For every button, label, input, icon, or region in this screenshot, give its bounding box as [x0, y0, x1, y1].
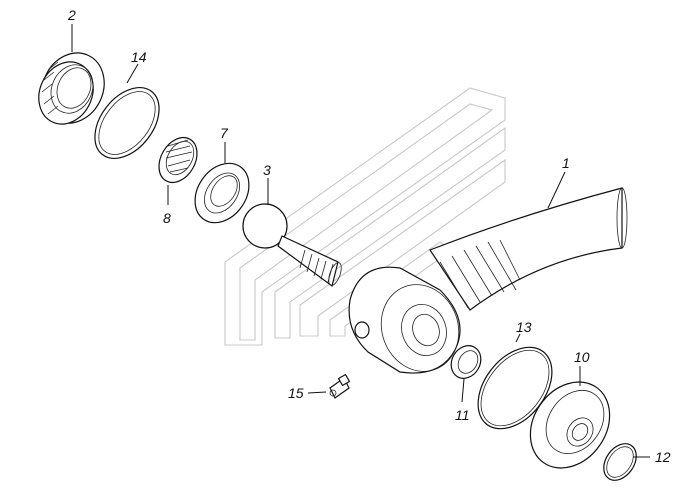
part-15-grease-fitting	[329, 373, 351, 399]
callout-14: 14	[131, 49, 147, 65]
callout-13: 13	[516, 319, 532, 335]
part-3-ball-pin	[242, 203, 342, 288]
part-11-ring	[450, 345, 482, 379]
callout-11: 11	[455, 407, 470, 423]
part-2-cap-nut	[38, 52, 105, 125]
part-14-o-ring	[94, 87, 160, 159]
watermark-logo	[224, 87, 506, 346]
callout-15: 15	[288, 385, 304, 401]
part-12-snap-ring	[603, 443, 637, 481]
part-13-o-ring	[477, 346, 553, 430]
callout-1: 1	[562, 155, 570, 171]
callout-12: 12	[655, 449, 671, 465]
leader-lines	[71, 24, 650, 458]
callout-10: 10	[574, 349, 590, 365]
part-1-tie-rod	[348, 187, 628, 374]
callout-7: 7	[220, 125, 229, 141]
callout-8: 8	[163, 210, 171, 226]
part-10-dust-cover	[529, 381, 611, 469]
part-8-spring-ring	[158, 136, 198, 184]
part-7-bushing	[194, 162, 250, 224]
callout-2: 2	[67, 7, 76, 23]
callout-3: 3	[263, 162, 271, 178]
callout-labels: 2 14 7 8 3 1 13 10 11 12 15	[67, 7, 671, 465]
